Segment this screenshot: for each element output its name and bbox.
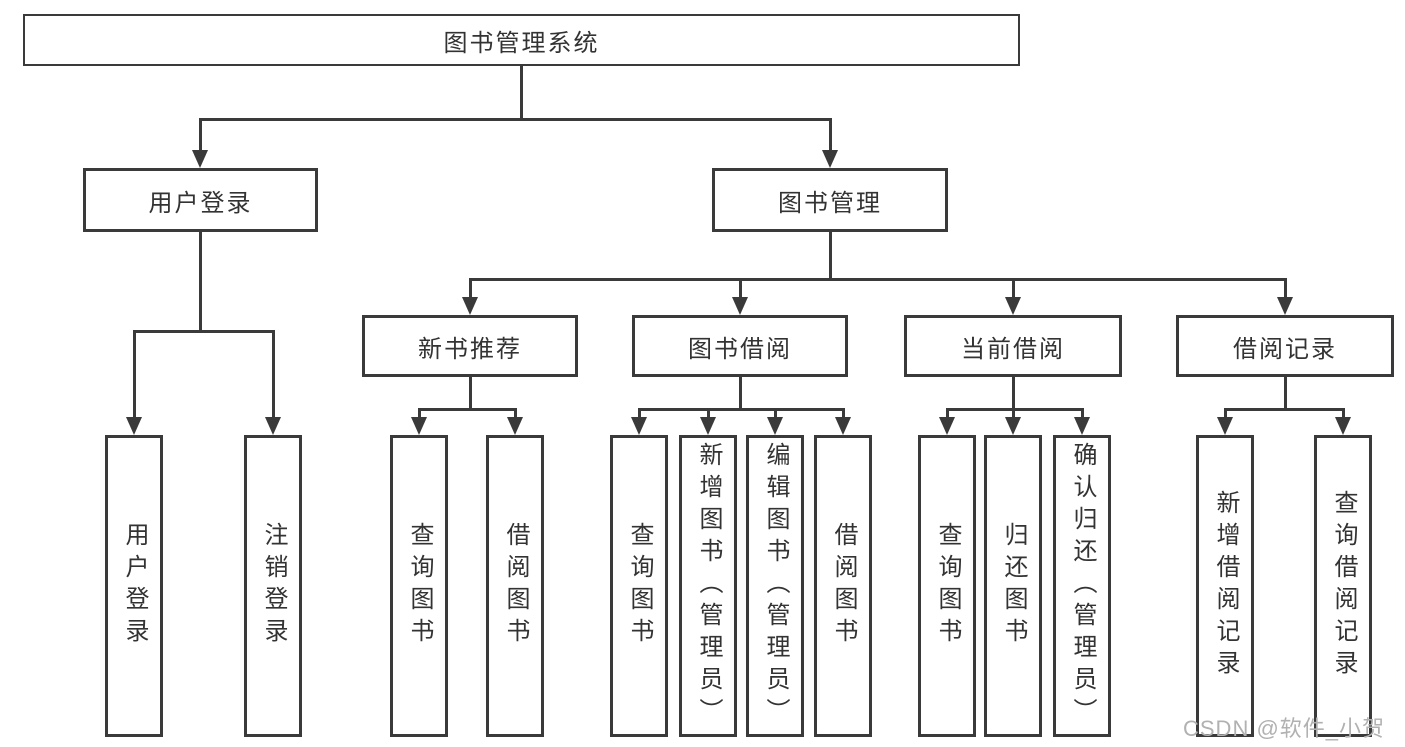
arrowhead-down bbox=[732, 297, 748, 315]
connector-line bbox=[946, 408, 949, 418]
leaf-query-books: 查询图书 bbox=[390, 435, 448, 737]
connector-line bbox=[707, 408, 710, 418]
connector-line bbox=[469, 377, 472, 408]
node-book-management: 图书管理 bbox=[712, 168, 948, 232]
arrowhead-down bbox=[507, 417, 523, 435]
arrowhead-down bbox=[411, 417, 427, 435]
node-library-management-system: 图书管理系统 bbox=[23, 14, 1020, 66]
arrowhead-down bbox=[126, 417, 142, 435]
leaf-query-books: 查询图书 bbox=[918, 435, 976, 737]
connector-line bbox=[1284, 377, 1287, 408]
connector-line bbox=[1284, 278, 1287, 298]
connector-line bbox=[774, 408, 777, 418]
connector-line bbox=[1012, 377, 1015, 408]
leaf-logout: 注销登录 bbox=[244, 435, 302, 737]
arrowhead-down bbox=[1217, 417, 1233, 435]
connector-line bbox=[1342, 408, 1345, 418]
arrowhead-down bbox=[1005, 417, 1021, 435]
leaf-return-books: 归还图书 bbox=[984, 435, 1042, 737]
connector-line bbox=[638, 408, 641, 418]
connector-line bbox=[638, 408, 845, 411]
node-new-book-recommendation: 新书推荐 bbox=[362, 315, 578, 377]
connector-line bbox=[1081, 408, 1084, 418]
connector-line bbox=[469, 278, 472, 298]
connector-line bbox=[739, 278, 742, 298]
connector-line bbox=[199, 118, 202, 152]
arrowhead-down bbox=[835, 417, 851, 435]
arrowhead-down bbox=[1074, 417, 1090, 435]
node-book-borrowing: 图书借阅 bbox=[632, 315, 848, 377]
node-borrowing-records: 借阅记录 bbox=[1176, 315, 1394, 377]
connector-line bbox=[829, 232, 832, 278]
leaf-add-borrow-record: 新增借阅记录 bbox=[1196, 435, 1254, 737]
leaf-add-books-admin: 新增图书（管理员） bbox=[679, 435, 737, 737]
arrowhead-down bbox=[1005, 297, 1021, 315]
connector-line bbox=[133, 330, 274, 333]
connector-line bbox=[946, 408, 1084, 411]
connector-line bbox=[829, 118, 832, 152]
leaf-user-login: 用户登录 bbox=[105, 435, 163, 737]
connector-line bbox=[199, 118, 831, 121]
arrowhead-down bbox=[462, 297, 478, 315]
node-current-borrowing: 当前借阅 bbox=[904, 315, 1122, 377]
arrowhead-down bbox=[1277, 297, 1293, 315]
arrowhead-down bbox=[192, 150, 208, 168]
arrowhead-down bbox=[822, 150, 838, 168]
node-user-login: 用户登录 bbox=[83, 168, 318, 232]
connector-line bbox=[272, 330, 275, 419]
connector-line bbox=[514, 408, 517, 418]
csdn-watermark: CSDN @软件_小贺同学 bbox=[1183, 716, 1386, 741]
connector-line bbox=[1224, 408, 1227, 418]
connector-line bbox=[1224, 408, 1345, 411]
arrowhead-down bbox=[1335, 417, 1351, 435]
connector-line bbox=[739, 377, 742, 408]
connector-line bbox=[1012, 408, 1015, 418]
leaf-confirm-return-admin: 确认归还（管理员） bbox=[1053, 435, 1111, 737]
connector-line bbox=[418, 408, 517, 411]
connector-line bbox=[469, 278, 1286, 281]
connector-line bbox=[842, 408, 845, 418]
leaf-borrow-books: 借阅图书 bbox=[814, 435, 872, 737]
connector-line bbox=[133, 330, 136, 419]
leaf-query-borrow-record: 查询借阅记录 bbox=[1314, 435, 1372, 737]
arrowhead-down bbox=[265, 417, 281, 435]
arrowhead-down bbox=[700, 417, 716, 435]
connector-line bbox=[1012, 278, 1015, 298]
arrowhead-down bbox=[631, 417, 647, 435]
connector-line bbox=[199, 232, 202, 330]
arrowhead-down bbox=[939, 417, 955, 435]
arrowhead-down bbox=[767, 417, 783, 435]
leaf-query-books: 查询图书 bbox=[610, 435, 668, 737]
connector-line bbox=[520, 66, 523, 118]
leaf-borrow-books: 借阅图书 bbox=[486, 435, 544, 737]
connector-line bbox=[418, 408, 421, 418]
leaf-edit-books-admin: 编辑图书（管理员） bbox=[746, 435, 804, 737]
